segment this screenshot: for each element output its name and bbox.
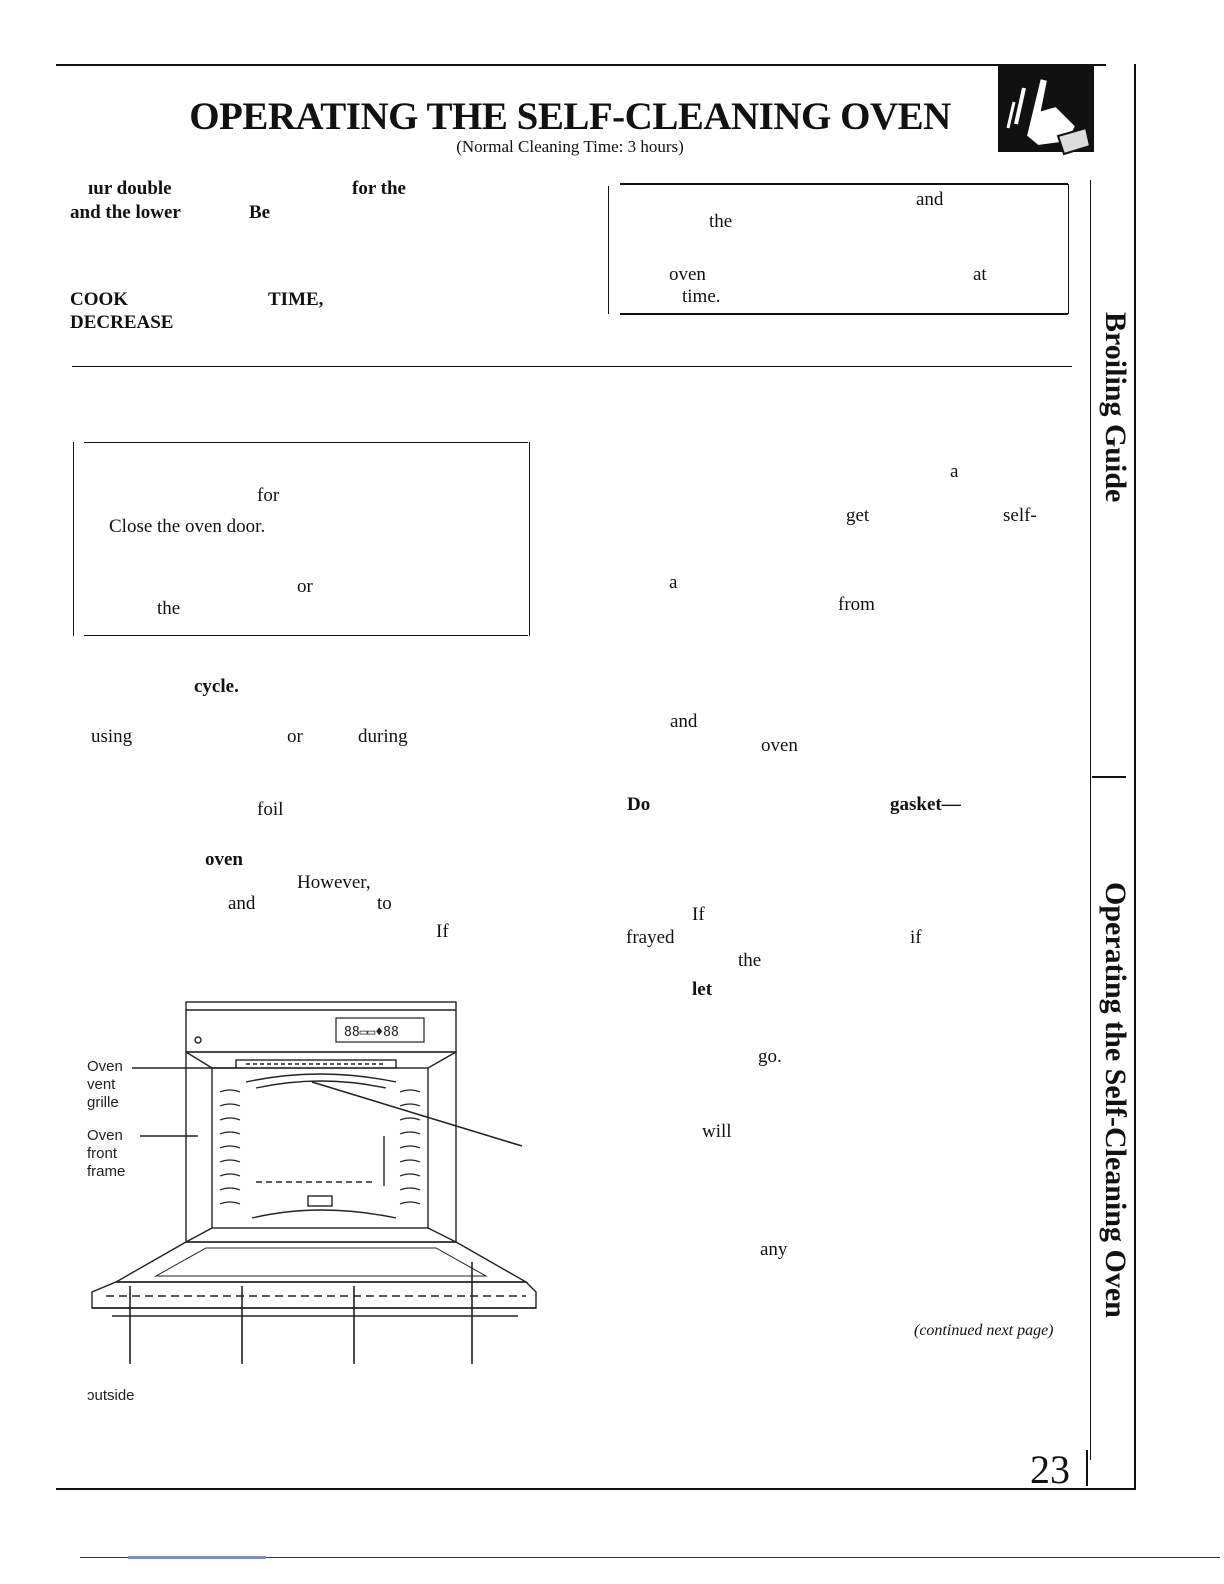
bottom-rule bbox=[56, 1488, 1136, 1490]
text-fragment: gasket— bbox=[890, 794, 961, 815]
text-fragment: TIME, bbox=[268, 289, 324, 310]
text-fragment: Close the oven door. bbox=[109, 516, 266, 537]
text-fragment: and bbox=[670, 711, 698, 732]
text-fragment: at bbox=[973, 264, 987, 285]
outside-label: ɔutside bbox=[87, 1387, 135, 1404]
text-fragment: the bbox=[157, 598, 181, 619]
text-fragment: COOK bbox=[70, 289, 129, 310]
text-fragment: oven bbox=[205, 849, 243, 870]
sidebar-divider-rule bbox=[1092, 776, 1126, 778]
text-fragment: if bbox=[910, 927, 922, 948]
text-fragment: However, bbox=[297, 872, 371, 893]
text-fragment: let bbox=[692, 979, 713, 1000]
text-fragment: any bbox=[760, 1239, 788, 1260]
continued-note: (continued next page) bbox=[914, 1322, 1054, 1339]
page-title: OPERATING THE SELF-CLEANING OVEN bbox=[189, 95, 951, 138]
text-fragment: If bbox=[436, 921, 449, 942]
text-fragment: get bbox=[846, 505, 870, 526]
page-number: 23 bbox=[1030, 1447, 1070, 1492]
text-fragment: will bbox=[702, 1121, 732, 1142]
text-fragment: and bbox=[228, 893, 256, 914]
text-fragment: a bbox=[950, 461, 959, 482]
section-rule bbox=[72, 366, 1072, 367]
footer-accent bbox=[128, 1556, 266, 1559]
text-fragment: the bbox=[709, 211, 733, 232]
text-fragment: or bbox=[297, 576, 313, 597]
text-fragment: using bbox=[91, 726, 133, 747]
sidebar-inner-rule bbox=[1090, 180, 1091, 1460]
text-fragment: oven bbox=[761, 735, 798, 756]
right-box-left-rule bbox=[608, 186, 609, 314]
right-box-bottom-rule bbox=[620, 313, 1068, 315]
vent-grille-label: Oven vent grille bbox=[87, 1058, 123, 1111]
text-fragment: cycle. bbox=[194, 676, 239, 697]
left-box-right-rule bbox=[529, 442, 530, 636]
text-fragment: a bbox=[669, 572, 678, 593]
text-fragment: DECREASE bbox=[70, 312, 174, 333]
right-box-right-rule bbox=[1068, 184, 1069, 314]
page-subtitle: (Normal Cleaning Time: 3 hours) bbox=[456, 137, 684, 156]
left-box-top-rule bbox=[84, 442, 528, 443]
svg-text:88▭▭♦88: 88▭▭♦88 bbox=[344, 1025, 399, 1040]
text-fragment: Do bbox=[627, 794, 651, 815]
text-fragment: or bbox=[287, 726, 303, 747]
text-fragment: go. bbox=[758, 1046, 782, 1067]
sidebar-tab-operating-self-cleaning-oven: Operating the Self-Cleaning Oven bbox=[1099, 882, 1132, 1318]
right-vertical-rule bbox=[1134, 64, 1136, 1488]
page-number-tick bbox=[1086, 1450, 1088, 1486]
text-fragment: foil bbox=[257, 799, 284, 820]
text-fragment: Be bbox=[249, 202, 271, 223]
text-fragment: the bbox=[738, 950, 762, 971]
text-fragment: frayed bbox=[626, 927, 675, 948]
right-box-top-rule bbox=[620, 183, 1068, 185]
text-fragment: self- bbox=[1003, 505, 1037, 526]
text-fragment: ıur double bbox=[88, 178, 172, 199]
footer-rule bbox=[80, 1557, 1220, 1558]
left-box-left-rule bbox=[73, 442, 74, 636]
text-fragment: for the bbox=[352, 178, 406, 199]
front-frame-label: Oven front frame bbox=[87, 1127, 126, 1180]
text-fragment: to bbox=[377, 893, 392, 914]
text-fragment: time. bbox=[682, 286, 721, 307]
hand-pressing-button-icon bbox=[998, 66, 1094, 156]
text-fragment: from bbox=[838, 594, 875, 615]
sidebar-tab-broiling-guide: Broiling Guide bbox=[1099, 312, 1132, 503]
text-fragment: and bbox=[916, 189, 944, 210]
text-fragment: oven bbox=[669, 264, 706, 285]
text-fragment: for bbox=[257, 485, 280, 506]
top-rule bbox=[56, 64, 1106, 66]
text-fragment: If bbox=[692, 904, 705, 925]
text-fragment: and the lower bbox=[70, 202, 181, 223]
text-fragment: during bbox=[358, 726, 408, 747]
oven-diagram: 88▭▭♦88 bbox=[86, 996, 540, 1368]
left-box-bottom-rule bbox=[84, 635, 528, 636]
